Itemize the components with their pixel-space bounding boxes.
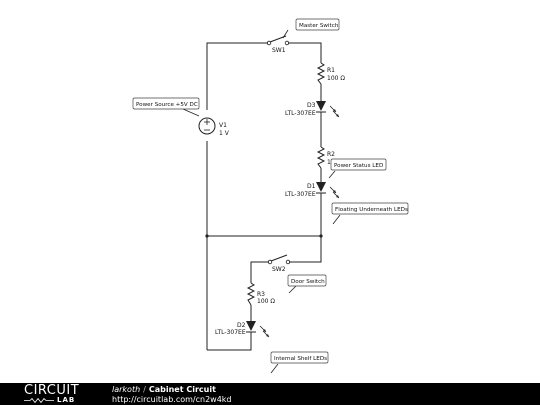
circuit-title: Cabinet Circuit: [148, 385, 216, 394]
note-master-switch[interactable]: Master Switch: [282, 18, 340, 39]
circuitlab-logo-lab: LAB: [57, 396, 76, 404]
note-door-switch[interactable]: Door Switch: [287, 274, 327, 294]
resistor-r1[interactable]: [316, 62, 326, 85]
d1-ref: D1: [307, 183, 316, 190]
note-power-status[interactable]: Power Status LED: [328, 158, 387, 179]
led-d1[interactable]: [316, 182, 340, 199]
d2-value: LTL-307EE: [215, 329, 246, 336]
sw2-ref: SW2: [272, 266, 286, 273]
resistor-logo-icon: [24, 398, 54, 403]
d3-ref: D3: [307, 102, 316, 109]
led-d3[interactable]: [316, 101, 340, 118]
note-floating-leds[interactable]: Floating Underneath LEDs: [331, 202, 409, 225]
note-power-source-text: Power Source +5V DC: [136, 102, 198, 108]
v1-value: 1 V: [219, 130, 230, 137]
circuit-url-link[interactable]: http://circuitlab.com/cn2w4kd: [112, 395, 232, 404]
junction-dot: [319, 234, 323, 238]
note-internal-shelf[interactable]: Internal Shelf LEDs: [270, 351, 329, 374]
led-d2[interactable]: [246, 321, 270, 338]
resistor-r2[interactable]: [316, 146, 326, 169]
footer-bar: CIRCUIT LAB larkoth/Cabinet Circuit http…: [0, 383, 540, 405]
sw1-ref: SW1: [272, 47, 286, 54]
note-master-switch-text: Master Switch: [299, 23, 339, 29]
r1-ref: R1: [327, 67, 335, 74]
junction-dot: [205, 234, 209, 238]
r3-value: 100 Ω: [257, 298, 275, 305]
resistor-r3[interactable]: [246, 282, 256, 306]
voltage-source-v1[interactable]: [198, 117, 216, 135]
d1-value: LTL-307EE: [285, 191, 316, 198]
note-door-switch-text: Door Switch: [291, 279, 325, 285]
d3-value: LTL-307EE: [285, 110, 316, 117]
author-name[interactable]: larkoth: [112, 385, 141, 394]
note-power-status-text: Power Status LED: [334, 163, 383, 169]
schematic-canvas: SW1 V1 1 V R1 100 Ω D3 LTL-307EE R2 100 …: [132, 18, 409, 374]
switch-sw2[interactable]: [267, 254, 291, 265]
title-separator: /: [143, 385, 146, 394]
switch-sw1[interactable]: [266, 35, 290, 46]
r2-ref: R2: [327, 151, 335, 158]
circuitlab-logo-text: CIRCUIT: [24, 383, 80, 398]
r1-value: 100 Ω: [327, 75, 345, 82]
note-internal-shelf-text: Internal Shelf LEDs: [274, 356, 327, 362]
d2-ref: D2: [237, 322, 246, 329]
note-floating-leds-text: Floating Underneath LEDs: [335, 207, 408, 213]
wires: [206, 42, 322, 351]
note-power-source[interactable]: Power Source +5V DC: [132, 97, 200, 117]
v1-ref: V1: [219, 122, 227, 129]
author-line: larkoth/Cabinet Circuit: [112, 385, 216, 394]
r3-ref: R3: [257, 291, 265, 298]
